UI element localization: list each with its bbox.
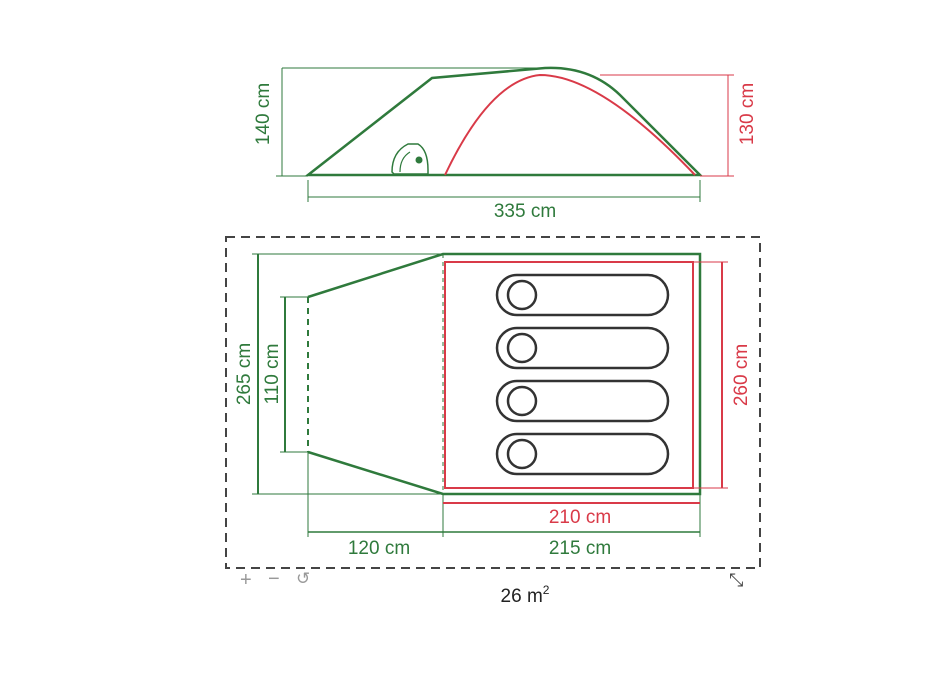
pillow: [506, 438, 538, 470]
pillow: [506, 332, 538, 364]
inner-tent-outline: [444, 73, 696, 176]
sleeping-bags: [495, 273, 670, 476]
porch-length-label: 120 cm: [348, 538, 410, 559]
inner-length-label: 210 cm: [549, 507, 611, 528]
sleeping-bag: [495, 326, 670, 370]
side-length-label: 335 cm: [494, 201, 556, 222]
outer-tent-outline: [304, 66, 704, 177]
outer-floor-outline: [307, 252, 702, 496]
floor-plan: 265 cm 110 cm 260 cm 210 cm 120 cm 215 c…: [225, 236, 761, 607]
sleeping-bag: [495, 273, 670, 317]
zoom-out-button[interactable]: −: [268, 568, 280, 590]
sleeping-bag: [495, 379, 670, 423]
porch-width-label: 110 cm: [262, 344, 283, 405]
area-label: 26 m2: [501, 583, 550, 607]
side-height-label: 140 cm: [253, 83, 274, 145]
backpack-icon: [391, 143, 429, 175]
inner-bedroom-outline: [444, 261, 694, 489]
footprint-boundary: [225, 236, 761, 569]
sleeping-bag: [495, 432, 670, 476]
zoom-in-button[interactable]: +: [240, 569, 252, 591]
pillow: [506, 385, 538, 417]
bedroom-length-label: 215 cm: [549, 538, 611, 559]
floor-width-label: 265 cm: [234, 343, 255, 405]
side-inner-height-label: 130 cm: [737, 83, 758, 145]
side-view: 140 cm 130 cm 335 cm: [253, 66, 758, 222]
inner-width-label: 260 cm: [731, 344, 752, 406]
expand-button[interactable]: ⤡: [729, 570, 744, 590]
reset-view-button[interactable]: ↺: [296, 569, 311, 588]
pillow: [506, 279, 538, 311]
